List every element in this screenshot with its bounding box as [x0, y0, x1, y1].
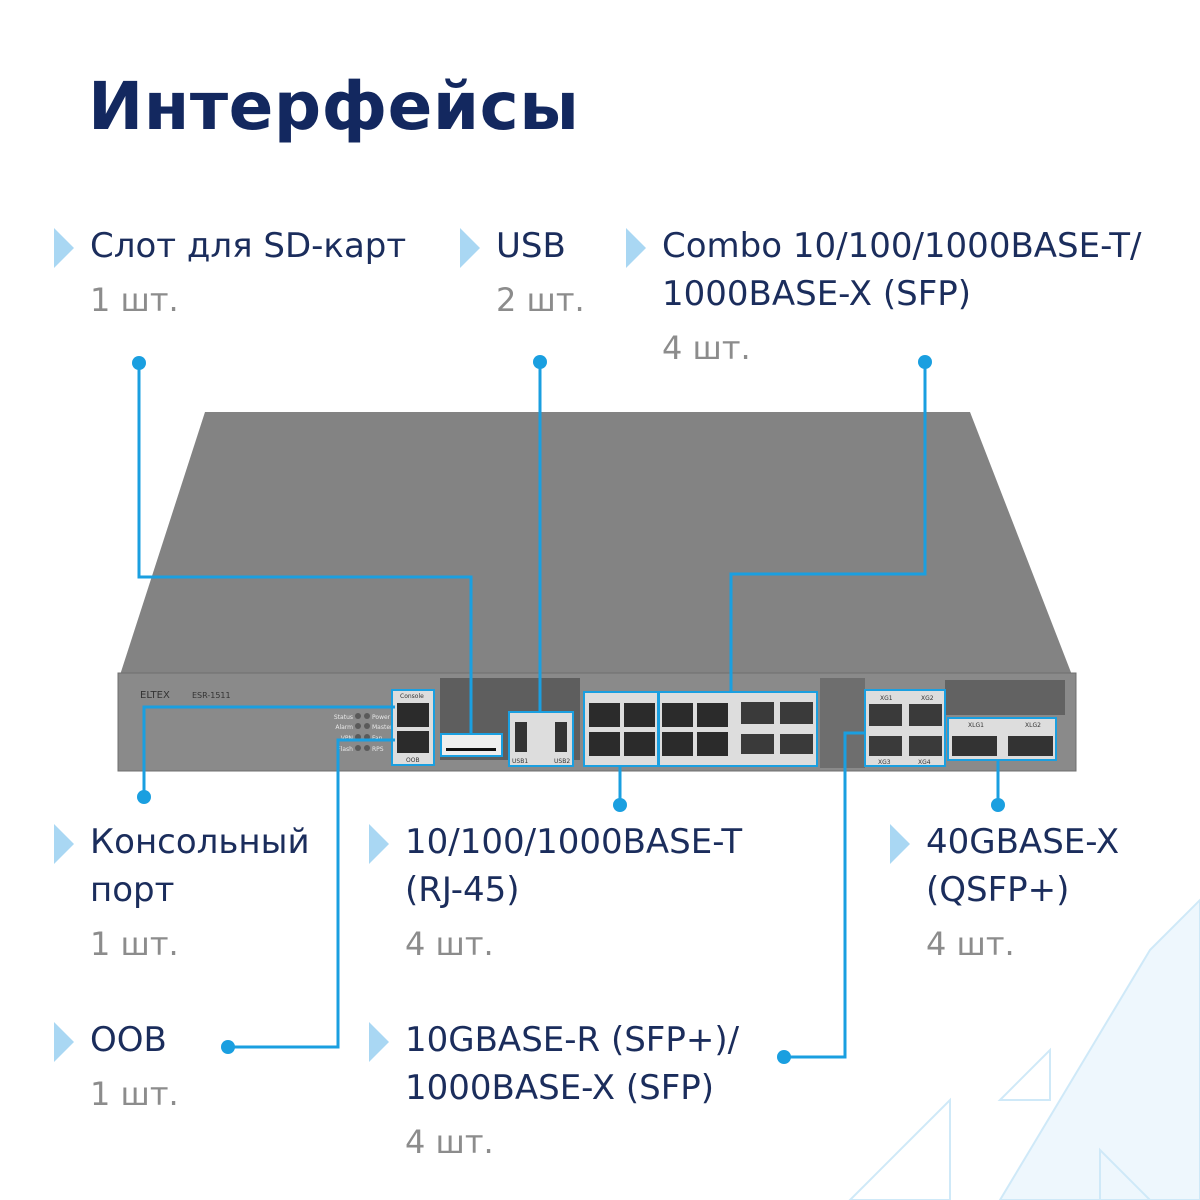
arrow-icon	[460, 228, 480, 268]
arrow-icon	[369, 1022, 389, 1062]
sfp-plus-ports	[869, 704, 942, 756]
chassis-top	[120, 412, 1072, 675]
page-title: Интерфейсы	[88, 68, 580, 145]
callout-oob: OOB 1 шт.	[54, 1016, 179, 1114]
led-label-flash: Flash	[337, 746, 353, 753]
callout-label: OOB	[90, 1020, 167, 1060]
arrow-icon	[54, 824, 74, 864]
xlg1-label: XLG1	[968, 722, 984, 729]
arrow-icon	[890, 824, 910, 864]
oob-label: OOB	[406, 757, 420, 764]
callout-count: 4 шт.	[405, 925, 494, 963]
console-port	[397, 703, 429, 727]
callout-count: 1 шт.	[90, 925, 179, 963]
qsfp-port-2	[1008, 736, 1053, 756]
callout-label: 40GBASE-X (QSFP+)	[926, 822, 1120, 910]
callout-label: Combo 10/100/1000BASE-T/ 1000BASE-X (SFP…	[662, 226, 1142, 314]
decorative-triangles	[848, 898, 1200, 1200]
led-label-alarm: Alarm	[335, 724, 353, 731]
usb2-label: USB2	[554, 758, 570, 765]
callout-rj45: 10/100/1000BASE-T (RJ-45) 4 шт.	[369, 818, 743, 964]
callout-count: 4 шт.	[405, 1123, 494, 1161]
callout-combo: Combo 10/100/1000BASE-T/ 1000BASE-X (SFP…	[626, 222, 1142, 368]
callout-label: 10GBASE-R (SFP+)/ 1000BASE-X (SFP)	[405, 1020, 740, 1108]
callout-count: 4 шт.	[926, 925, 1015, 963]
callout-label: Слот для SD-карт	[90, 226, 407, 266]
brand-logo: ELTEX	[140, 690, 170, 701]
model-label: ESR-1511	[192, 691, 231, 700]
leader-dots	[132, 355, 1005, 1064]
arrow-icon	[369, 824, 389, 864]
callout-qsfp: 40GBASE-X (QSFP+) 4 шт.	[890, 818, 1120, 964]
led-label-power: Power	[372, 714, 391, 721]
callout-sd-slot: Слот для SD-карт 1 шт.	[54, 222, 407, 320]
xg4-label: XG4	[918, 759, 931, 766]
callout-usb: USB 2 шт.	[460, 222, 585, 320]
led-label-master: Master	[372, 724, 393, 731]
callout-label: Консольный порт	[90, 822, 310, 910]
usb1-label: USB1	[512, 758, 528, 765]
console-label: Console	[400, 693, 424, 700]
usb2-port	[555, 722, 567, 752]
callout-count: 1 шт.	[90, 281, 179, 319]
xg1-label: XG1	[880, 695, 893, 702]
sfp-combo-ports	[741, 702, 813, 754]
qsfp-port-1	[952, 736, 997, 756]
callout-label: USB	[496, 226, 566, 266]
rj45-ports	[589, 703, 728, 756]
usb1-port	[515, 722, 527, 752]
callout-label: 10/100/1000BASE-T (RJ-45)	[405, 822, 743, 910]
oob-port	[397, 731, 429, 753]
leader-lines	[137, 362, 1000, 1059]
sd-slot	[440, 733, 503, 757]
xg3-label: XG3	[878, 759, 891, 766]
led-label-status: Status	[334, 714, 353, 721]
callout-console: Консольный порт 1 шт.	[54, 818, 310, 964]
led-label-rps: RPS	[372, 746, 384, 753]
arrow-icon	[626, 228, 646, 268]
arrow-icon	[54, 1022, 74, 1062]
callout-count: 4 шт.	[662, 329, 751, 367]
xlg2-label: XLG2	[1025, 722, 1041, 729]
arrow-icon	[54, 228, 74, 268]
callout-count: 2 шт.	[496, 281, 585, 319]
callout-sfp-plus: 10GBASE-R (SFP+)/ 1000BASE-X (SFP) 4 шт.	[369, 1016, 740, 1162]
xg2-label: XG2	[921, 695, 934, 702]
callout-count: 1 шт.	[90, 1075, 179, 1113]
